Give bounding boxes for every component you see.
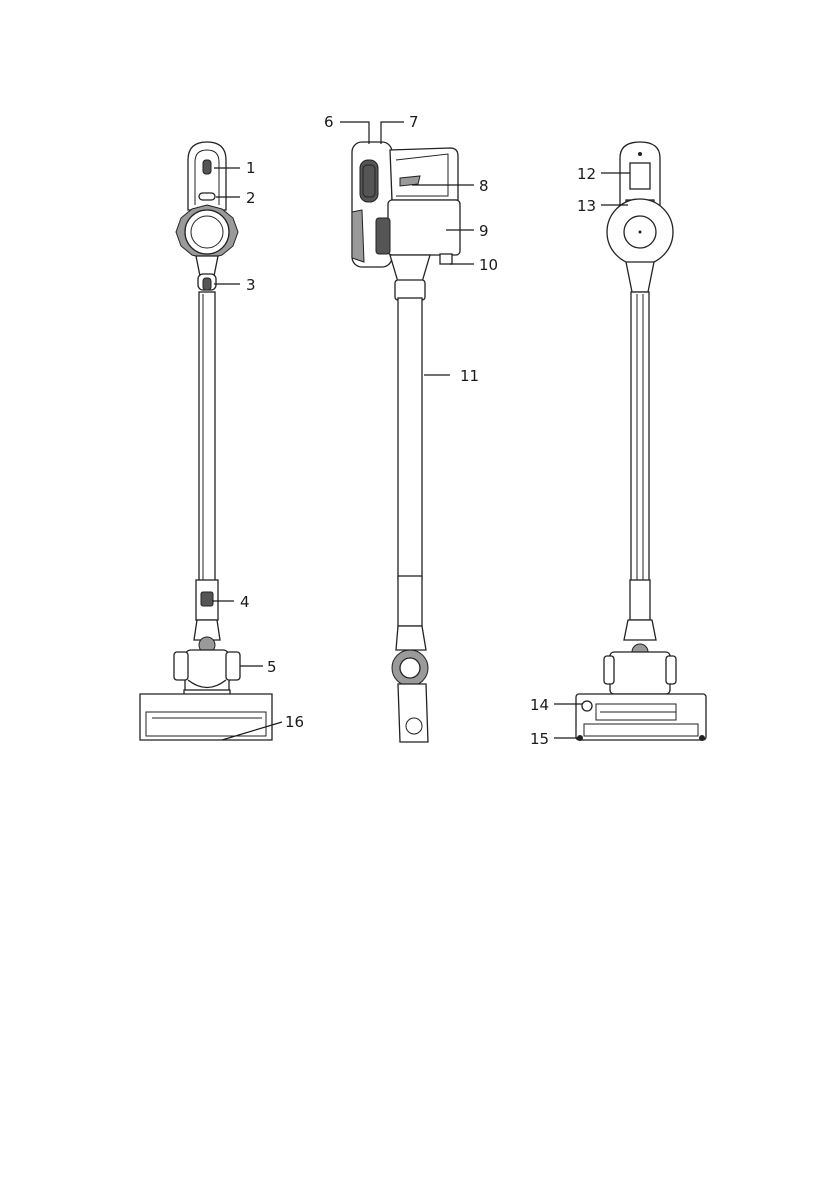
label-10: 10 xyxy=(479,256,498,274)
label-5: 5 xyxy=(267,658,277,676)
label-3: 3 xyxy=(246,276,256,294)
front-view xyxy=(140,142,272,740)
label-7: 7 xyxy=(409,113,419,131)
label-14: 14 xyxy=(530,696,549,714)
side-view xyxy=(352,142,460,742)
label-16: 16 xyxy=(285,713,304,731)
label-13: 13 xyxy=(577,197,596,215)
label-8: 8 xyxy=(479,177,489,195)
label-11: 11 xyxy=(460,367,479,385)
label-6: 6 xyxy=(324,113,334,131)
label-15: 15 xyxy=(530,730,549,748)
back-view xyxy=(576,142,706,741)
label-1: 1 xyxy=(246,159,256,177)
label-2: 2 xyxy=(246,189,256,207)
label-4: 4 xyxy=(240,593,250,611)
label-12: 12 xyxy=(577,165,596,183)
label-9: 9 xyxy=(479,222,489,240)
